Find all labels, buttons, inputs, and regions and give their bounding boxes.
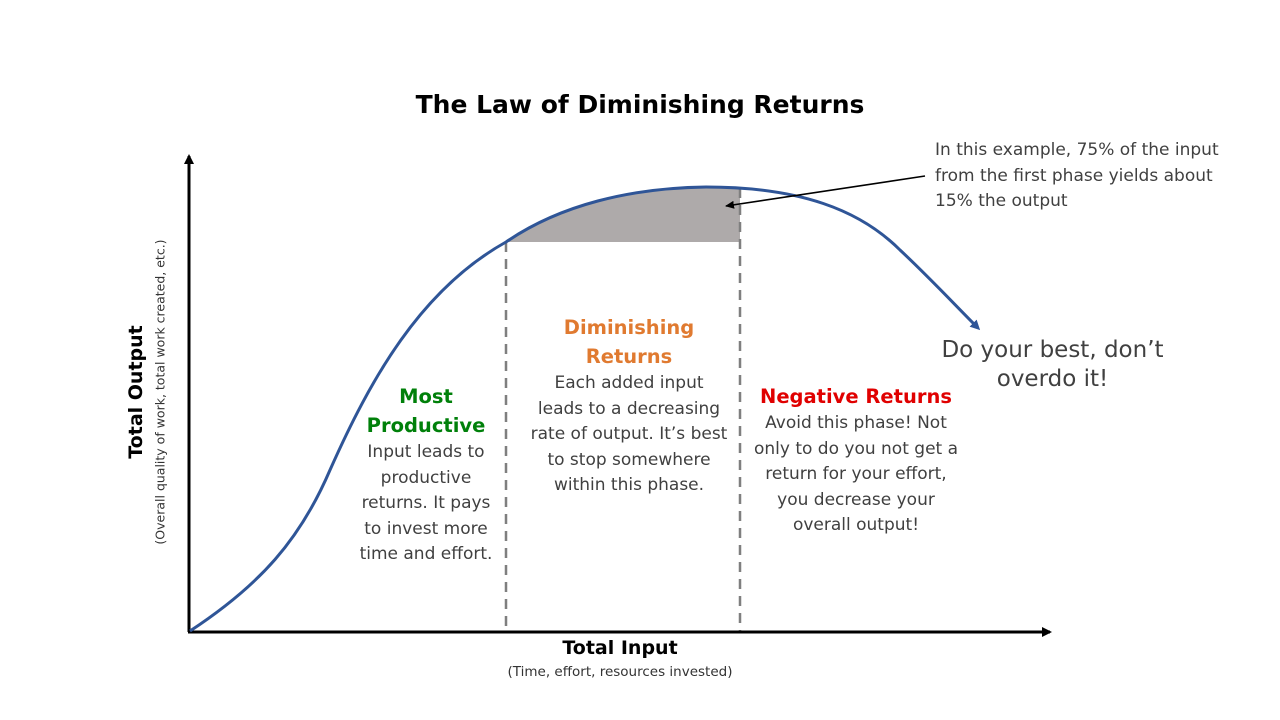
phase-diminishing-returns: Diminishing Returns Each added input lea… <box>530 313 728 499</box>
y-axis-sublabel: (Overall quality of work, total work cre… <box>152 239 168 545</box>
phase-title: Most Productive <box>366 385 486 437</box>
y-axis-label: Total Output <box>125 325 147 459</box>
phase-description: Input leads to productive returns. It pa… <box>359 442 493 564</box>
phase-title: Diminishing Returns <box>563 316 695 368</box>
phase-description: Each added input leads to a decreasing r… <box>530 373 728 495</box>
advice-text: Do your best, don’t overdo it! <box>941 337 1164 392</box>
diagram-title: The Law of Diminishing Returns <box>415 90 865 119</box>
callout-text: In this example, 75% of the input from t… <box>935 140 1219 211</box>
phase-title: Negative Returns <box>760 385 952 408</box>
phase-most-productive: Most Productive Input leads to productiv… <box>352 382 500 568</box>
callout-arrow <box>725 175 926 209</box>
phase-description: Avoid this phase! Not only to do you not… <box>753 413 959 535</box>
output-curve <box>189 185 981 633</box>
x-axis-sublabel: (Time, effort, resources invested) <box>507 664 733 680</box>
shaded-output-area <box>506 187 740 242</box>
x-axis-label: Total Input <box>562 637 678 659</box>
phase-negative-returns: Negative Returns Avoid this phase! Not o… <box>752 382 960 539</box>
